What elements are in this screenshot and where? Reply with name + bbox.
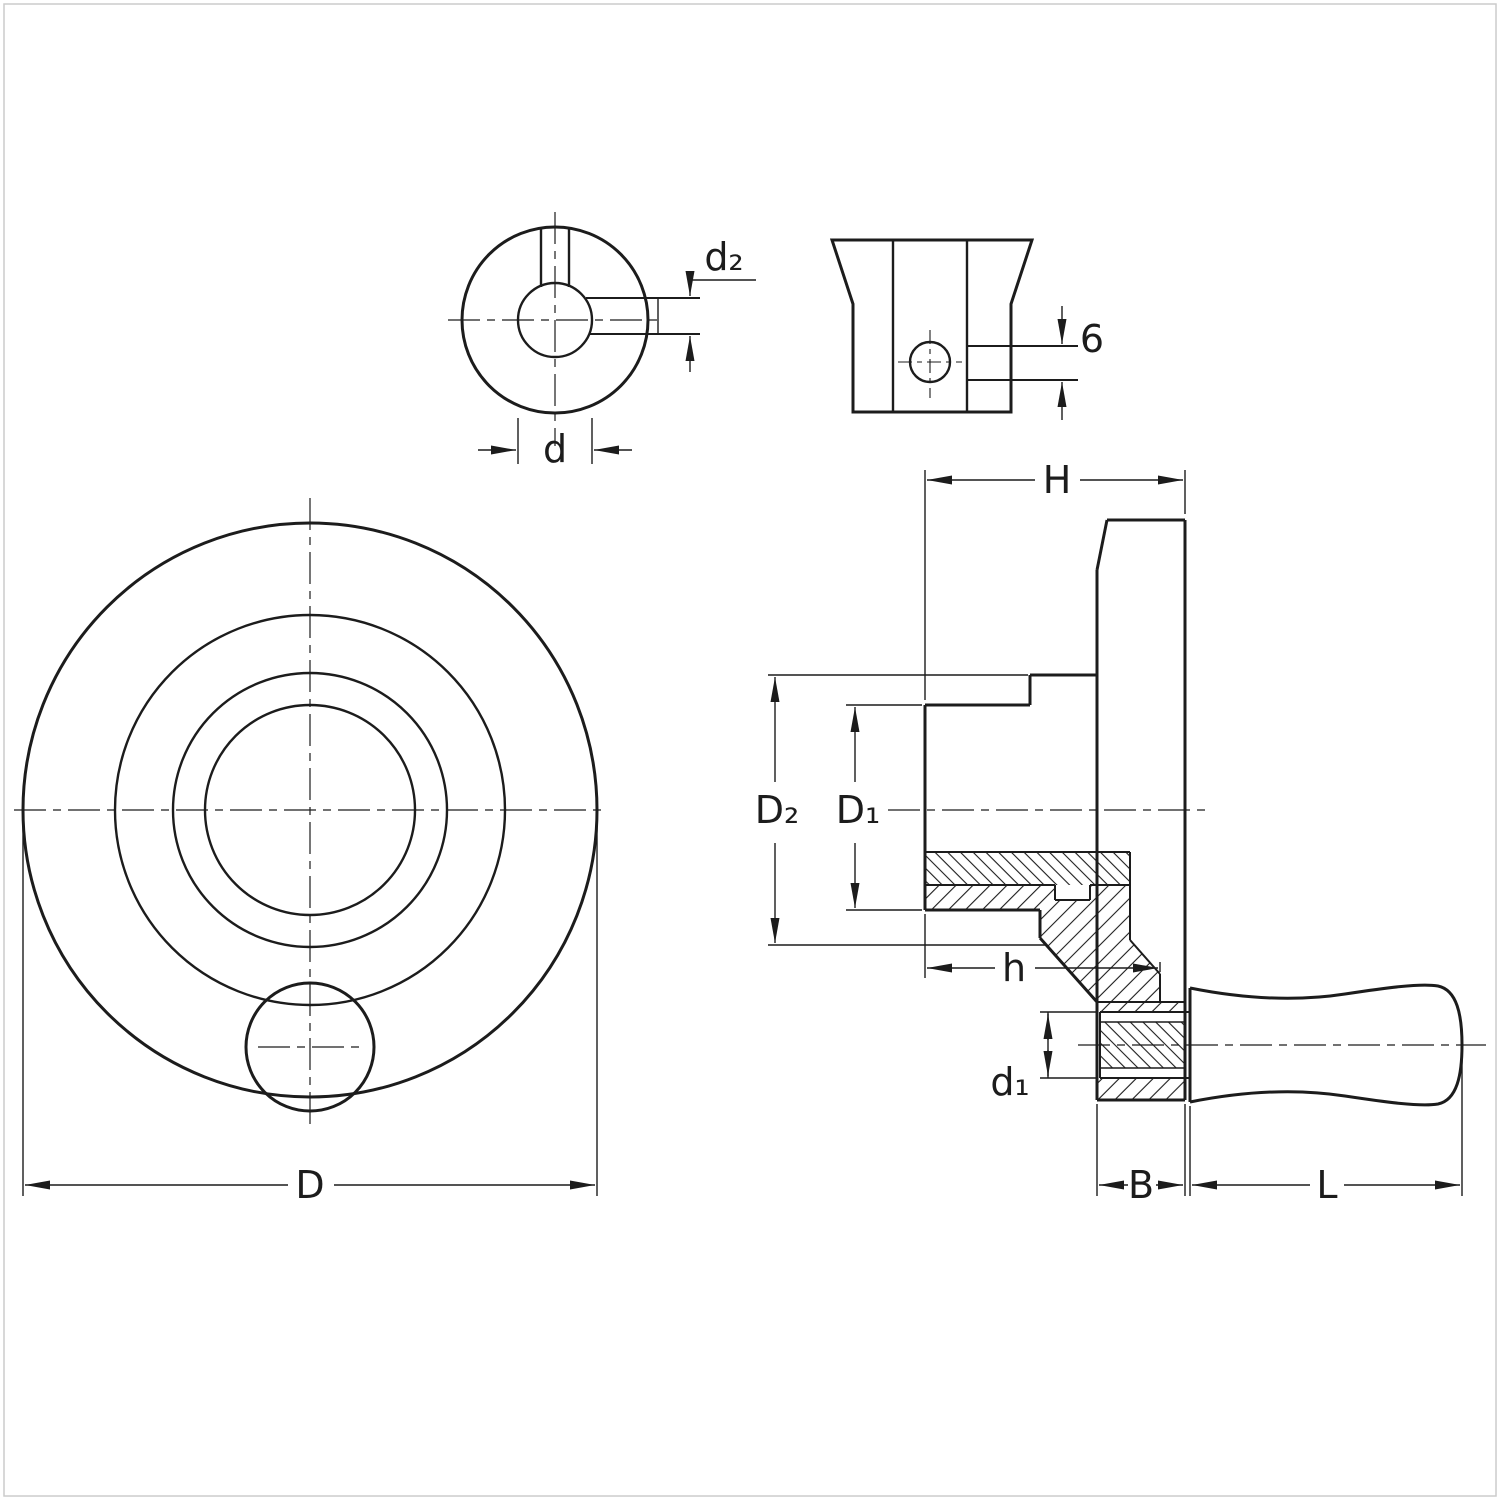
hub-web-section-hatch	[925, 885, 1160, 1002]
dim-label-D: D	[295, 1163, 324, 1207]
dim-label-6: 6	[1080, 317, 1104, 361]
dim-D2: D₂	[755, 674, 1046, 946]
bushing-side-view: 6	[829, 238, 1104, 420]
handwheel-front-view: D	[14, 498, 608, 1207]
bushing-side-centerlines	[898, 330, 962, 398]
section-inner-lines	[925, 851, 1190, 1079]
dim-d: d	[478, 418, 632, 471]
dim-D: D	[22, 816, 598, 1207]
dim-D1: D₁	[836, 704, 922, 911]
dim-slot-6: 6	[1057, 306, 1104, 420]
dim-label-B: B	[1128, 1163, 1154, 1207]
boss-hatch-top	[1097, 1002, 1185, 1012]
dim-label-D2: D₂	[755, 788, 800, 832]
section-centerlines	[888, 809, 1486, 1046]
dim-d1: d₁	[990, 1011, 1098, 1104]
dim-label-D1: D₁	[836, 788, 881, 832]
dim-H: H	[924, 458, 1186, 700]
dim-label-H: H	[1043, 458, 1072, 502]
bushing-front-view: d₂ d	[448, 212, 756, 471]
dim-h: h	[924, 914, 1161, 990]
handwheel-front-centerlines	[14, 498, 608, 1126]
dim-label-L: L	[1316, 1163, 1337, 1207]
bushing-section-hatch	[925, 852, 1130, 885]
boss-hatch-bottom	[1097, 1078, 1185, 1100]
dim-label-d: d	[543, 427, 567, 471]
dim-B: B	[1096, 1104, 1186, 1207]
dim-label-d1: d₁	[990, 1060, 1029, 1104]
dim-d2: d₂	[685, 235, 756, 372]
dim-L: L	[1189, 1052, 1463, 1207]
bushing-front-centerlines	[448, 212, 664, 446]
dim-label-d2: d₂	[704, 235, 743, 279]
handwheel-section-view: H D₂ D₁ h d₁	[755, 458, 1486, 1207]
section-hatching	[925, 852, 1185, 1100]
page-frame	[3, 3, 1497, 1497]
dim-label-h: h	[1002, 946, 1026, 990]
bushing-side-outline	[829, 238, 1078, 414]
